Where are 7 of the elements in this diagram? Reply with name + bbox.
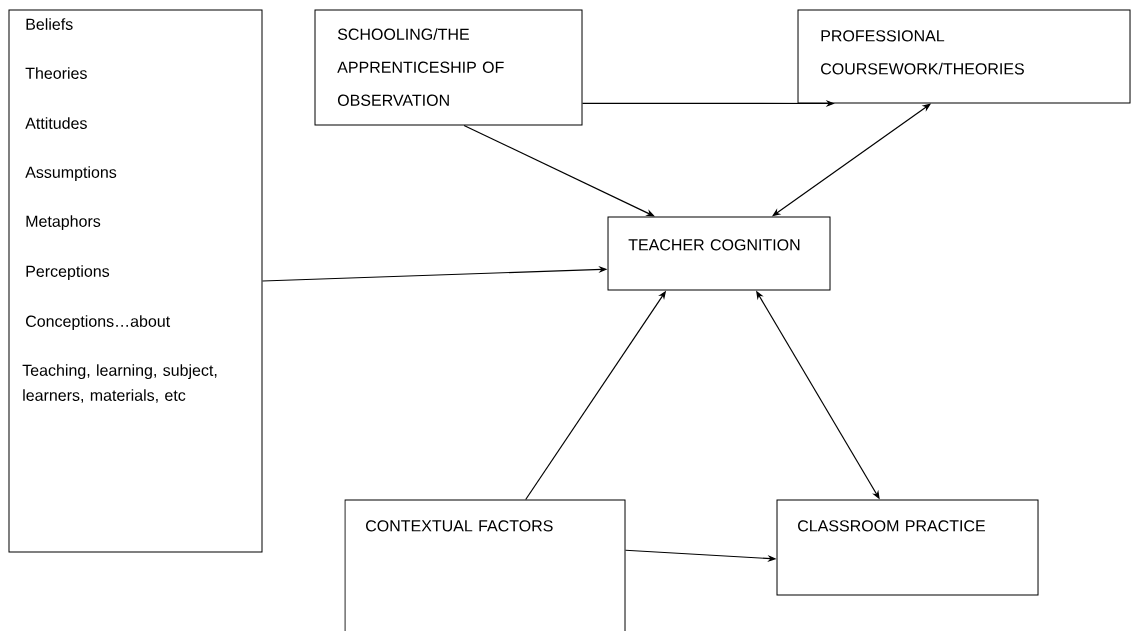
process-box: SCHOOLING/THE APPRENTICESHIP OF OBSERVATION xyxy=(314,9,583,126)
process-box: PROFESSIONAL COURSEWORK/THEORIES xyxy=(797,9,1131,104)
list-box: Beliefs Theories Attitudes Assumptions Metaphors Perceptions Conceptions…about Teaching, learning, subject, learners, materials, etc xyxy=(8,9,263,553)
process-box: CLASSROOM PRACTICE xyxy=(776,499,1039,596)
process-box: TEACHER COGNITION xyxy=(607,216,831,291)
arrow xyxy=(463,124,655,217)
process-box: CONTEXTUAL FACTORS xyxy=(344,499,626,631)
